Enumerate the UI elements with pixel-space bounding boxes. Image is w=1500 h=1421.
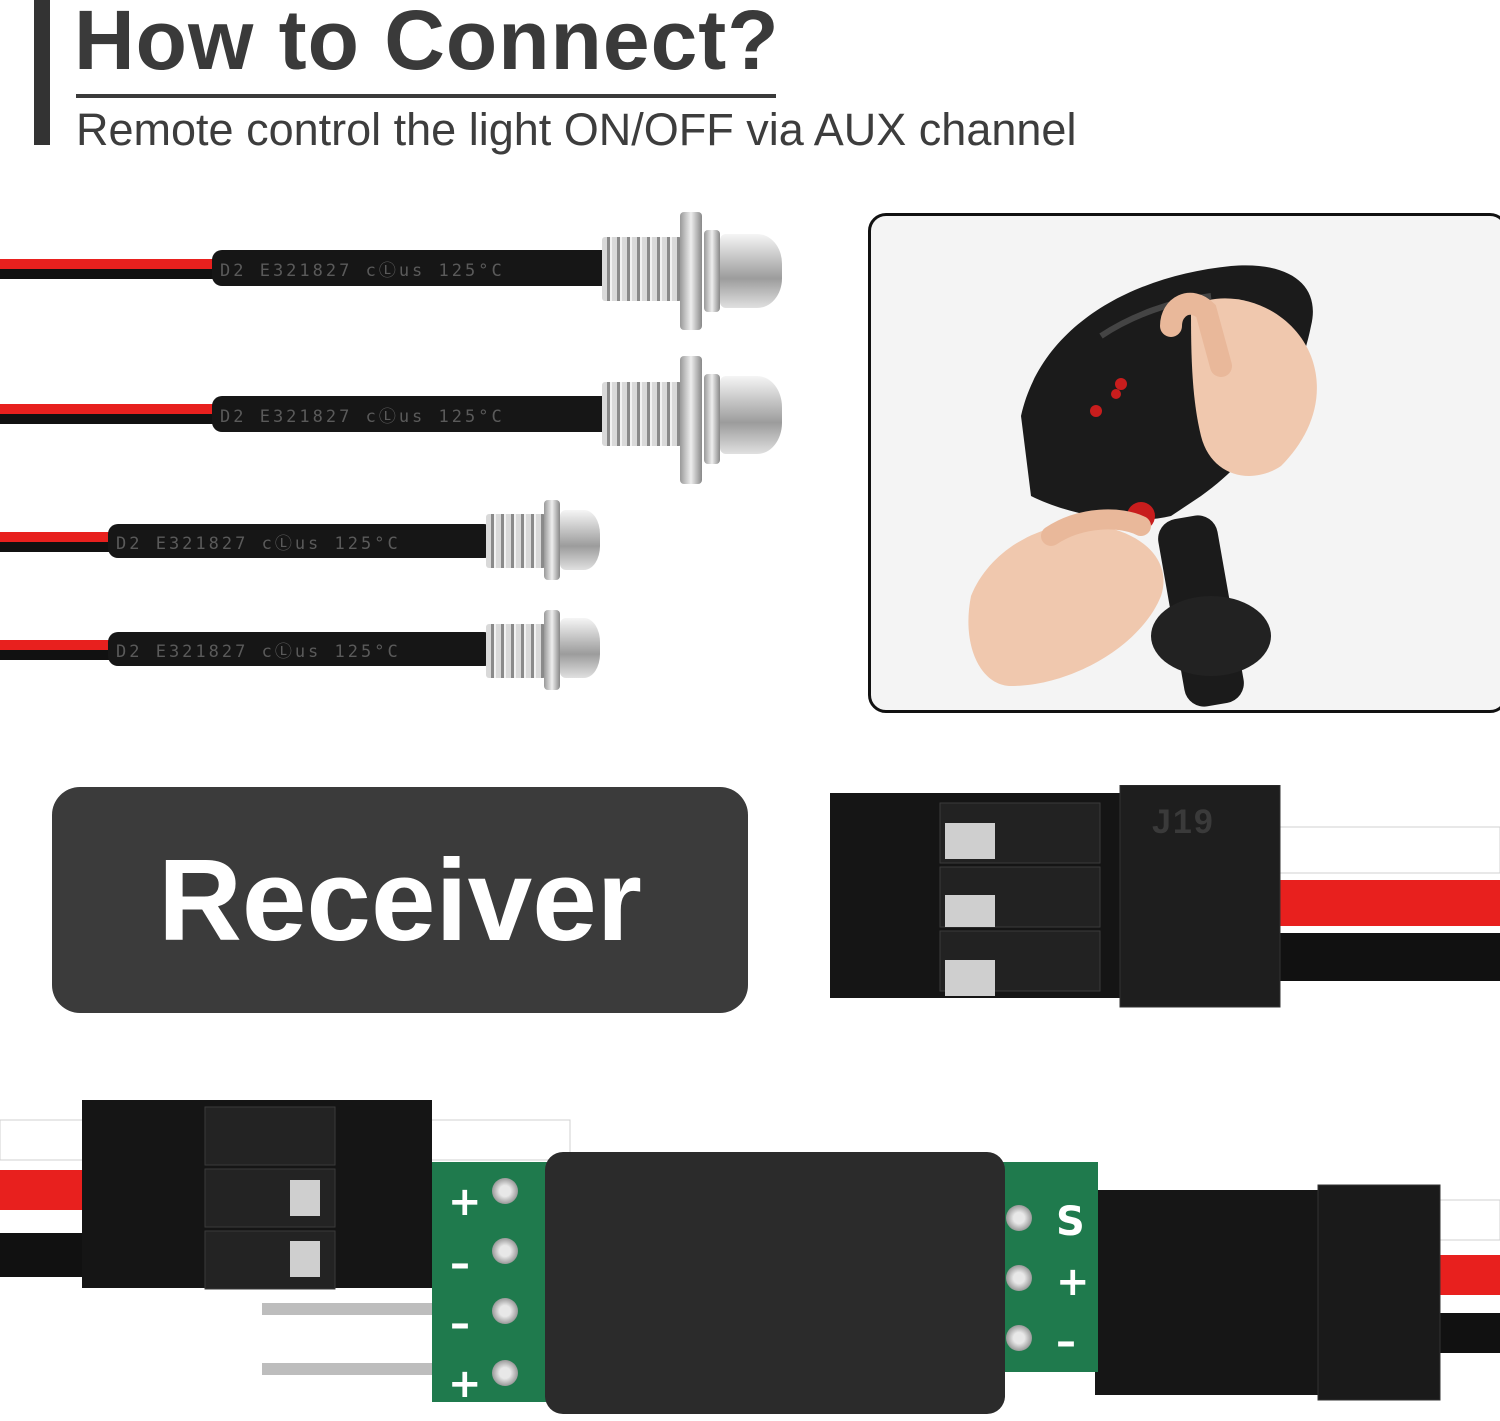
solder-pad xyxy=(492,1238,518,1264)
led-bulb xyxy=(560,618,600,678)
led-washer xyxy=(704,230,720,312)
pcb-sign-plus: + xyxy=(1056,1259,1090,1305)
solder-pad xyxy=(1006,1265,1032,1291)
led-thread xyxy=(486,514,546,568)
page-subtitle: Remote control the light ON/OFF via AUX … xyxy=(76,104,1077,155)
switch-module-wiring xyxy=(0,1100,1500,1401)
led-thread xyxy=(602,382,682,446)
led-sleeve-label: D2 E321827 cⓁus 125°C xyxy=(212,250,612,286)
led-bulb xyxy=(560,510,600,570)
led-wire xyxy=(0,259,230,279)
led-nut xyxy=(680,212,702,330)
receiver-badge xyxy=(52,787,748,1013)
solder-pad xyxy=(492,1360,518,1386)
solder-pad xyxy=(1006,1205,1032,1231)
led-wire xyxy=(0,640,120,660)
led-wire xyxy=(0,404,230,424)
pcb-sign-signal: S xyxy=(1056,1199,1085,1245)
transmitter-photo xyxy=(868,213,1500,713)
page-title: How to Connect? xyxy=(74,0,780,87)
solder-pad xyxy=(492,1178,518,1204)
led-sleeve-label: D2 E321827 cⓁus 125°C xyxy=(212,396,612,432)
led-bulb xyxy=(720,234,782,308)
title-divider xyxy=(76,94,776,98)
led-nut xyxy=(680,356,702,484)
led-nut xyxy=(544,610,560,690)
pcb-sign-plus: + xyxy=(448,1361,482,1407)
led-sleeve-label: D2 E321827 cⓁus 125°C xyxy=(108,524,494,558)
solder-pad xyxy=(1006,1325,1032,1351)
led-thread xyxy=(486,624,546,678)
led-nut xyxy=(544,500,560,580)
led-thread xyxy=(602,237,682,301)
led-sleeve-label: D2 E321827 cⓁus 125°C xyxy=(108,632,494,666)
title-accent-bar xyxy=(34,0,50,145)
pcb-sign-minus: – xyxy=(450,1241,470,1287)
pcb-sign-minus: – xyxy=(1056,1319,1076,1365)
transmitter-illustration xyxy=(968,265,1317,707)
pcb-left-end xyxy=(432,1162,554,1402)
pcb-sign-plus: + xyxy=(448,1179,482,1225)
pcb-sign-minus: – xyxy=(450,1301,470,1347)
receiver-label: Receiver xyxy=(158,835,642,965)
led-bulb xyxy=(720,376,782,454)
led-wire xyxy=(0,532,120,552)
j19-label: J19 xyxy=(1152,803,1215,841)
j19-connector-illustration xyxy=(830,785,1500,1008)
solder-pad xyxy=(492,1298,518,1324)
led-washer xyxy=(704,374,720,464)
heat-shrink-sleeve xyxy=(545,1152,1005,1414)
